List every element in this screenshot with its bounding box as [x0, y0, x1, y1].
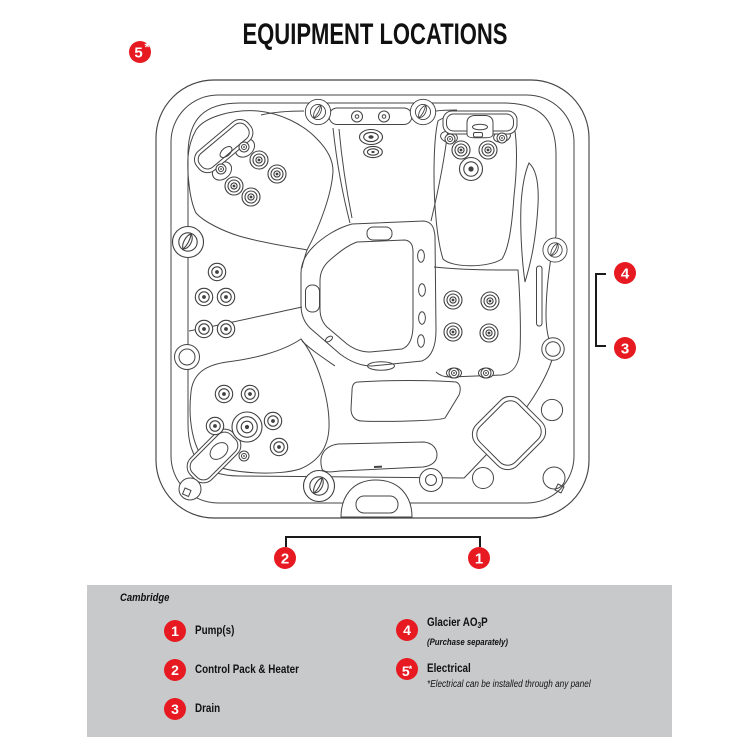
svg-text:1: 1	[475, 551, 483, 568]
svg-text:*: *	[144, 40, 150, 55]
svg-text:3: 3	[621, 341, 629, 358]
svg-text:4: 4	[621, 266, 630, 283]
svg-text:2: 2	[281, 551, 289, 568]
svg-text:EQUIPMENT LOCATIONS: EQUIPMENT LOCATIONS	[243, 18, 508, 51]
svg-text:5: 5	[134, 45, 142, 62]
